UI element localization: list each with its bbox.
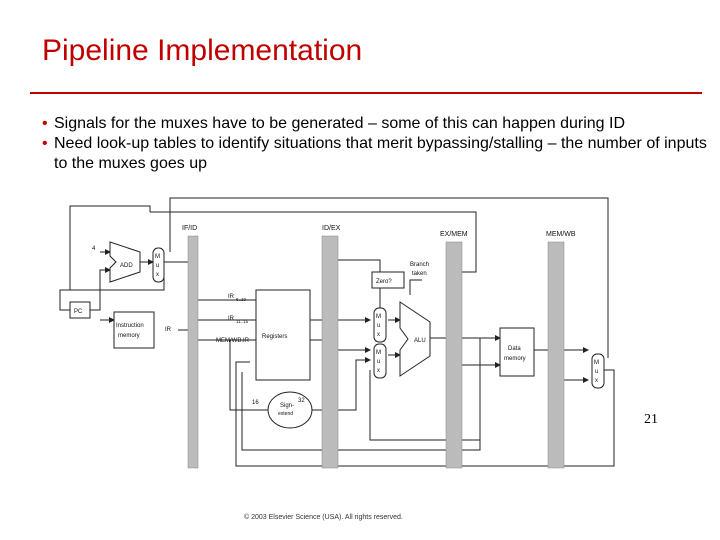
bullet-text: Signals for the muxes have to be generat…	[54, 115, 626, 132]
exmem-register-bar	[445, 241, 463, 469]
bullet-text: Need look-up tables to identify situatio…	[54, 135, 707, 172]
pipeline-diagram: IF/ID ID/EX EX/MEM MEM/WB ADD 4 M u x PC…	[59, 197, 615, 469]
alu-lower-mux	[373, 343, 387, 379]
exmem-label: EX/MEM	[440, 231, 468, 238]
slide-title: Pipeline Implementation	[42, 34, 363, 67]
bullet-list: • Signals for the muxes have to be gener…	[42, 114, 712, 174]
data-memory-block	[499, 327, 535, 377]
mux-letter: M	[594, 360, 599, 366]
page-number: 21	[644, 412, 658, 427]
zero-test-block	[371, 271, 405, 289]
memwb-ir-label: MEM/WB.IR	[216, 338, 250, 344]
instruction-memory-label: Instruction	[116, 323, 144, 329]
constant-four-label: 4	[92, 246, 96, 252]
alu-label: ALU	[414, 338, 426, 344]
ir-field-sub-label: 6..10	[236, 297, 247, 302]
ir-field-label: IR	[228, 294, 235, 300]
pc-mux	[152, 247, 165, 283]
mux-letter: M	[376, 350, 381, 356]
adder-block	[109, 241, 141, 283]
mux-letter: u	[595, 369, 598, 375]
pc-label: PC	[74, 309, 83, 315]
branch-taken-label: taken	[412, 271, 427, 277]
ir-field-label: IR	[228, 316, 235, 322]
instruction-memory-block	[113, 311, 155, 349]
mux-letter: x	[156, 272, 159, 278]
sign-extend-label: extend	[278, 411, 293, 417]
bullet-dot-icon: •	[42, 115, 48, 132]
alu-block	[399, 301, 431, 377]
datapath-wires	[59, 197, 615, 467]
mux-letter: x	[595, 378, 598, 384]
branch-taken-label: Branch	[410, 262, 429, 268]
ifid-register-bar	[187, 235, 199, 469]
pc-block	[69, 301, 91, 319]
copyright-notice: © 2003 Elsevier Science (USA). All right…	[244, 514, 403, 521]
bullet-dot-icon: •	[42, 135, 48, 152]
memwb-register-bar	[547, 241, 565, 469]
ifid-label: IF/ID	[182, 225, 197, 232]
mux-letter: x	[377, 368, 380, 374]
mux-letter: x	[377, 332, 380, 338]
mux-letter: M	[155, 254, 160, 260]
idex-register-bar	[321, 235, 339, 469]
writeback-mux	[591, 353, 605, 389]
adder-label: ADD	[120, 263, 133, 269]
title-divider	[30, 92, 702, 94]
alu-upper-mux	[373, 307, 387, 343]
register-file-label: Registers	[262, 334, 287, 340]
mux-letter: u	[156, 263, 159, 269]
pipeline-register-bars	[187, 235, 565, 469]
instruction-memory-label: memory	[118, 333, 140, 339]
bullet-item: • Signals for the muxes have to be gener…	[42, 114, 712, 134]
data-memory-label: memory	[504, 356, 526, 362]
zero-test-label: Zero?	[376, 279, 392, 285]
output-width-label: 32	[298, 398, 305, 404]
bullet-item: • Need look-up tables to identify situat…	[42, 134, 712, 174]
mux-letter: M	[376, 314, 381, 320]
ir-label: IR	[165, 327, 172, 333]
idex-label: ID/EX	[322, 225, 341, 232]
mux-letter: u	[377, 359, 380, 365]
ir-field-sub-label: 11..15	[236, 319, 249, 324]
memwb-label: MEM/WB	[546, 231, 576, 238]
sign-extend-block	[267, 391, 313, 429]
register-file-block	[255, 289, 311, 381]
data-memory-label: Data	[508, 346, 521, 352]
sign-extend-label: Sign-	[280, 403, 294, 409]
mux-letter: u	[377, 323, 380, 329]
input-width-label: 16	[252, 400, 259, 406]
